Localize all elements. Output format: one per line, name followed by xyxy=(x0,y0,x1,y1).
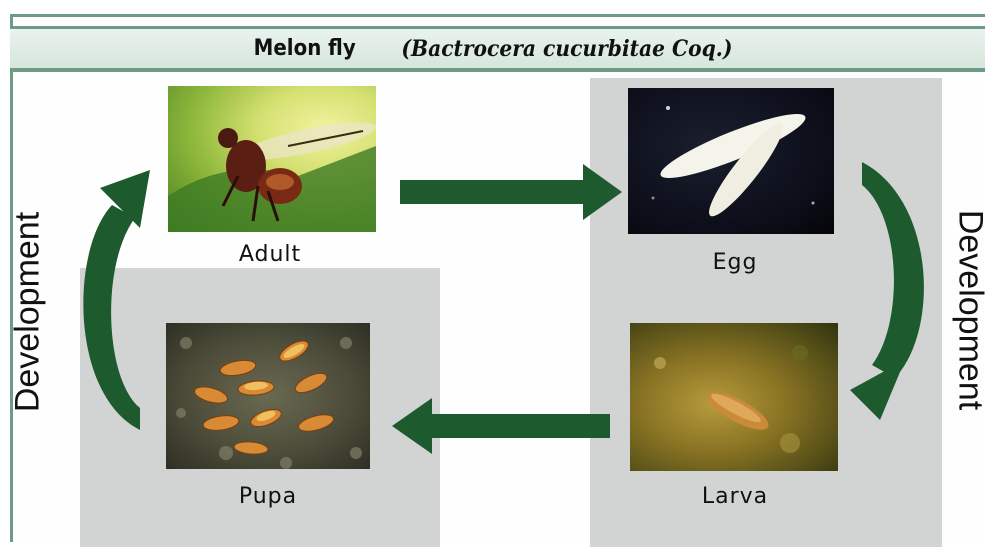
arrow-adult-to-egg xyxy=(400,164,622,220)
arrow-larva-to-pupa xyxy=(392,398,610,454)
development-label-right: Development xyxy=(951,210,990,410)
arrow-egg-to-larva xyxy=(850,162,924,420)
arrow-pupa-to-adult xyxy=(83,170,150,430)
development-label-left: Development xyxy=(9,212,48,412)
